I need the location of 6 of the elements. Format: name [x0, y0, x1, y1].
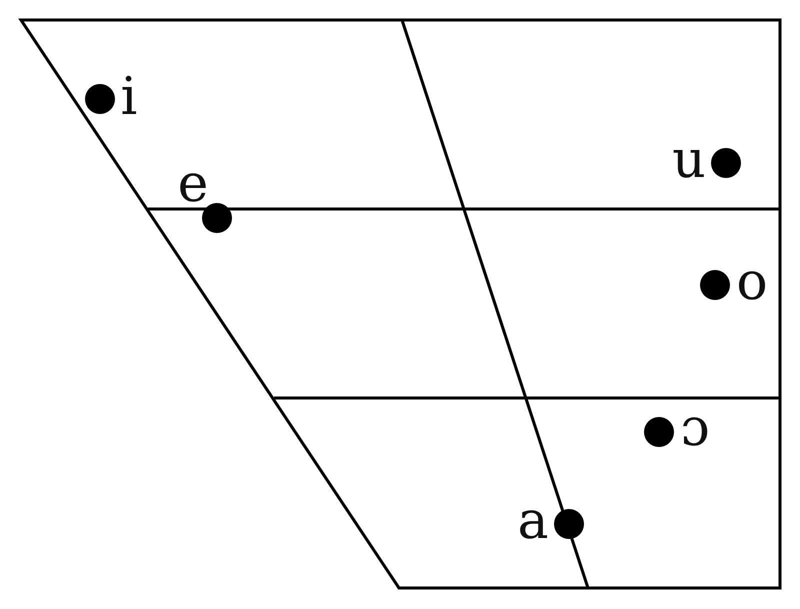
- vowel-label: a: [518, 495, 548, 547]
- vowel-label: e: [178, 158, 208, 210]
- vowel-label: u: [672, 134, 706, 186]
- vowel-label: o: [736, 256, 768, 308]
- vowel-label: ɔ: [680, 402, 710, 454]
- vowel-label: i: [120, 71, 138, 123]
